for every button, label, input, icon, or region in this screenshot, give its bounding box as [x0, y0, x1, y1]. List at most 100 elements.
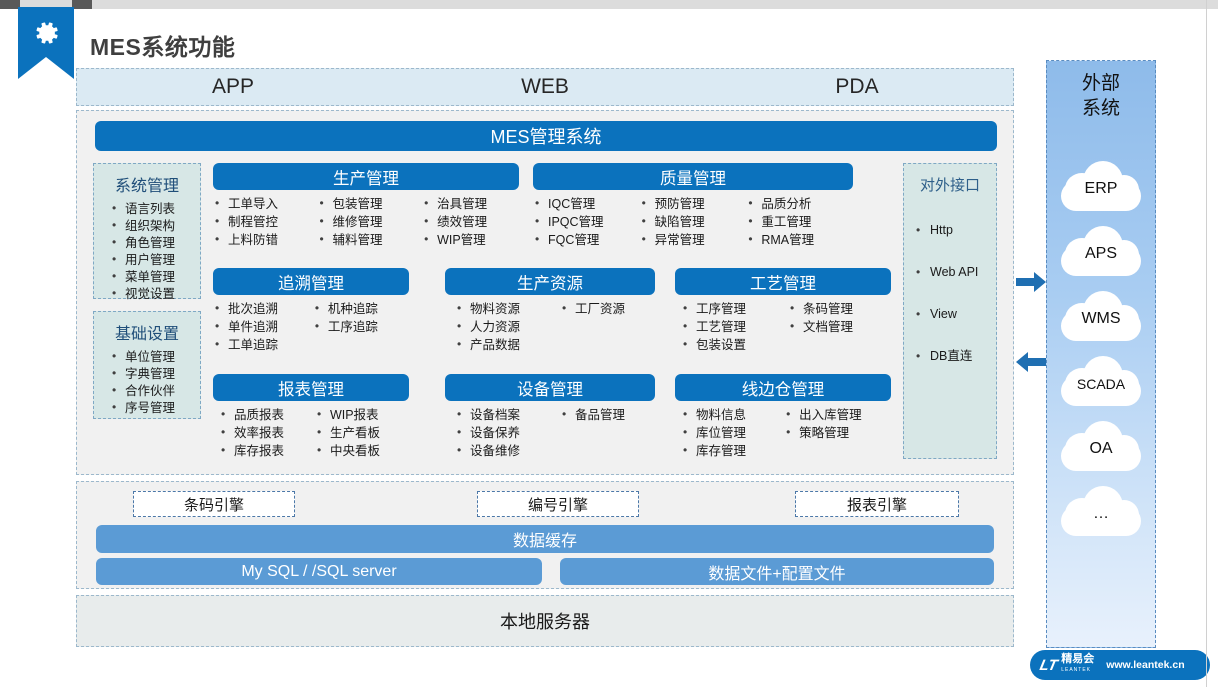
channel-app[interactable]: APP	[211, 75, 255, 98]
list-item[interactable]: 缺陷管理	[640, 212, 741, 231]
list-item[interactable]: 合作伙伴	[112, 382, 200, 400]
module-traceability-management: 追溯管理 批次追溯 单件追溯 工单追踪 机种追踪 工序追踪	[213, 268, 409, 354]
list-item[interactable]: 包装管理	[318, 194, 417, 213]
list-item[interactable]: IQC管理	[533, 194, 634, 213]
module-title: 质量管理	[533, 163, 853, 190]
engine-numbering[interactable]: 编号引擎	[477, 491, 639, 517]
list-item[interactable]: 机种追踪	[313, 299, 403, 318]
list-item[interactable]: View	[916, 293, 996, 335]
list-item[interactable]: 效率报表	[219, 423, 309, 442]
list-item[interactable]: 品质报表	[219, 405, 309, 424]
list-item[interactable]: 工单追踪	[213, 335, 307, 354]
sidebox-basic-settings: 基础设置 单位管理 字典管理 合作伙伴 序号管理	[93, 311, 201, 419]
list-item[interactable]: 角色管理	[112, 234, 200, 252]
list-item[interactable]: 设备保养	[455, 423, 554, 442]
module-column: 条码管理 文档管理	[788, 299, 891, 354]
list-item[interactable]: 文档管理	[788, 317, 885, 336]
list-item[interactable]: 库存管理	[681, 441, 778, 460]
cloud-erp[interactable]: ERP	[1059, 159, 1143, 213]
cloud-scada[interactable]: SCADA	[1059, 354, 1143, 408]
list-item[interactable]: 工序追踪	[313, 317, 403, 336]
list-item[interactable]: 中央看板	[315, 441, 403, 460]
module-body: IQC管理 IPQC管理 FQC管理 预防管理 缺陷管理 异常管理 品质分析 重…	[533, 190, 853, 249]
module-column: 备品管理	[560, 405, 655, 460]
sidebox-list: 语言列表 组织架构 角色管理 用户管理 菜单管理 视觉设置	[94, 200, 200, 303]
cloud-label: …	[1093, 505, 1109, 522]
list-item[interactable]: 生产看板	[315, 423, 403, 442]
module-column: 工单导入 制程管控 上料防错	[213, 194, 318, 249]
list-item[interactable]: 用户管理	[112, 251, 200, 269]
list-item[interactable]: 出入库管理	[784, 405, 885, 424]
cloud-more[interactable]: …	[1059, 484, 1143, 538]
list-item[interactable]: 库位管理	[681, 423, 778, 442]
list-item[interactable]: 语言列表	[112, 200, 200, 218]
brand-url[interactable]: www.leantek.cn	[1106, 659, 1185, 671]
cloud-aps[interactable]: APS	[1059, 224, 1143, 278]
module-body: 工序管理 工艺管理 包装设置 条码管理 文档管理	[675, 295, 891, 354]
module-title: 工艺管理	[675, 268, 891, 295]
module-column: 品质分析 重工管理 RMA管理	[746, 194, 853, 249]
list-item[interactable]: 工厂资源	[560, 299, 649, 318]
list-item[interactable]: 字典管理	[112, 365, 200, 383]
module-process-management: 工艺管理 工序管理 工艺管理 包装设置 条码管理 文档管理	[675, 268, 891, 354]
list-item[interactable]: 异常管理	[640, 230, 741, 249]
list-item[interactable]: 菜单管理	[112, 268, 200, 286]
list-item[interactable]: 包装设置	[681, 335, 782, 354]
channel-pda[interactable]: PDA	[835, 75, 879, 98]
module-column: WIP报表 生产看板 中央看板	[315, 405, 409, 460]
list-item[interactable]: 人力资源	[455, 317, 554, 336]
list-item[interactable]: 品质分析	[746, 194, 847, 213]
mes-system-panel: MES管理系统 系统管理 语言列表 组织架构 角色管理 用户管理 菜单管理 视觉…	[76, 110, 1014, 475]
list-item[interactable]: 制程管控	[213, 212, 312, 231]
cloud-label: SCADA	[1076, 376, 1126, 392]
list-item[interactable]: 单位管理	[112, 348, 200, 366]
list-item[interactable]: 维修管理	[318, 212, 417, 231]
list-item[interactable]: 物料信息	[681, 405, 778, 424]
sidebox-title: 对外接口	[919, 177, 980, 194]
list-item[interactable]: 物料资源	[455, 299, 554, 318]
list-item[interactable]: 治具管理	[422, 194, 513, 213]
list-item[interactable]: 单件追溯	[213, 317, 307, 336]
list-item[interactable]: FQC管理	[533, 230, 634, 249]
brand-name-text: 精易会	[1061, 653, 1095, 665]
module-column: 物料资源 人力资源 产品数据	[455, 299, 560, 354]
arrow-right-icon	[1016, 272, 1046, 292]
list-item[interactable]: RMA管理	[746, 230, 847, 249]
list-item[interactable]: 辅料管理	[318, 230, 417, 249]
database-sql-bar: My SQL / /SQL server	[96, 558, 542, 585]
list-item[interactable]: 备品管理	[560, 405, 649, 424]
list-item[interactable]: IPQC管理	[533, 212, 634, 231]
cloud-oa[interactable]: OA	[1059, 419, 1143, 473]
cloud-wms[interactable]: WMS	[1059, 289, 1143, 343]
engine-barcode[interactable]: 条码引擎	[133, 491, 295, 517]
list-item[interactable]: Http	[916, 209, 996, 251]
banner-point	[18, 57, 74, 79]
list-item[interactable]: WIP管理	[422, 230, 513, 249]
list-item[interactable]: Web API	[916, 251, 996, 293]
list-item[interactable]: 设备维修	[455, 441, 554, 460]
engine-report[interactable]: 报表引擎	[795, 491, 959, 517]
list-item[interactable]: 重工管理	[746, 212, 847, 231]
list-item[interactable]: 批次追溯	[213, 299, 307, 318]
list-item[interactable]: 设备档案	[455, 405, 554, 424]
list-item[interactable]: 工序管理	[681, 299, 782, 318]
list-item[interactable]: 产品数据	[455, 335, 554, 354]
channel-web[interactable]: WEB	[521, 75, 569, 98]
module-body: 品质报表 效率报表 库存报表 WIP报表 生产看板 中央看板	[213, 401, 409, 460]
list-item[interactable]: DB直连	[916, 335, 996, 377]
cloud-label: ERP	[1084, 180, 1118, 197]
module-column: 工序管理 工艺管理 包装设置	[681, 299, 788, 354]
list-item[interactable]: 策略管理	[784, 423, 885, 442]
list-item[interactable]: 绩效管理	[422, 212, 513, 231]
list-item[interactable]: 库存报表	[219, 441, 309, 460]
list-item[interactable]: WIP报表	[315, 405, 403, 424]
list-item[interactable]: 上料防错	[213, 230, 312, 249]
list-item[interactable]: 工单导入	[213, 194, 312, 213]
brand-logo[interactable]: LT 精易会 LEANTEK www.leantek.cn	[1030, 650, 1210, 680]
list-item[interactable]: 序号管理	[112, 399, 200, 417]
list-item[interactable]: 视觉设置	[112, 285, 200, 303]
list-item[interactable]: 条码管理	[788, 299, 885, 318]
list-item[interactable]: 预防管理	[640, 194, 741, 213]
list-item[interactable]: 组织架构	[112, 217, 200, 235]
list-item[interactable]: 工艺管理	[681, 317, 782, 336]
